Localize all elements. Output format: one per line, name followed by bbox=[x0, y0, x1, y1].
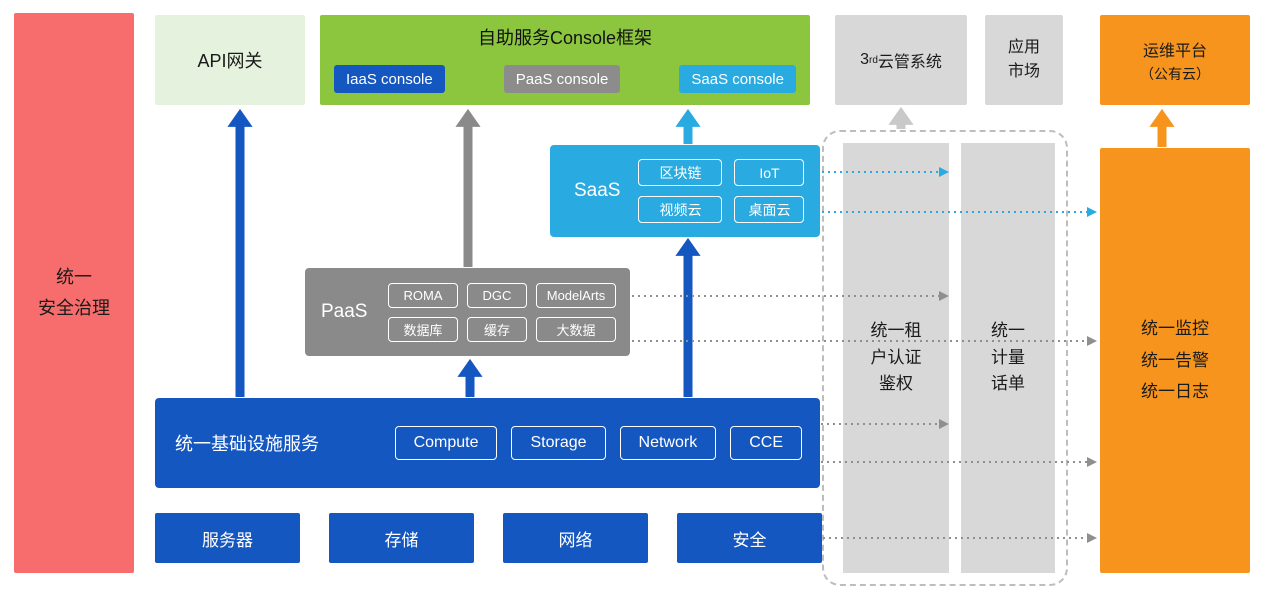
paas-chip-cache: 缓存 bbox=[467, 316, 527, 342]
console-chips-row: IaaS console PaaS console SaaS console bbox=[334, 65, 796, 93]
console-framework-box: 自助服务Console框架 IaaS console PaaS console … bbox=[320, 15, 810, 105]
resource-storage-box: 存储 bbox=[329, 513, 474, 563]
infra-chip-compute: Compute bbox=[394, 426, 498, 460]
third-party-suffix: 云管系统 bbox=[877, 54, 942, 71]
saas-box: SaaS 区块链 IoT 视频云 桌面云 bbox=[550, 145, 820, 237]
shared-services-dashed-frame bbox=[822, 130, 1068, 586]
tenant-auth-bar: 统一租 户认证 鉴权 bbox=[843, 143, 949, 573]
third-party-superscript: rd bbox=[868, 54, 878, 66]
om-platform-subtitle: （公有云） bbox=[1140, 65, 1210, 82]
saas-console-chip: SaaS console bbox=[679, 65, 796, 93]
saas-chip-video-cloud: 视频云 bbox=[638, 196, 723, 223]
third-party-prefix: 3 bbox=[860, 51, 869, 68]
api-gateway-box: API网关 bbox=[155, 15, 305, 105]
paas-console-chip: PaaS console bbox=[503, 65, 621, 93]
metering-billing-bar: 统一 计量 话单 bbox=[961, 143, 1055, 573]
paas-chip-database: 数据库 bbox=[388, 316, 458, 342]
saas-chip-desktop-cloud: 桌面云 bbox=[734, 196, 805, 223]
om-platform-title: 运维平台 bbox=[1142, 42, 1207, 60]
iaas-console-chip: IaaS console bbox=[334, 65, 445, 93]
app-market-box: 应用 市场 bbox=[985, 15, 1063, 105]
paas-chip-roma: ROMA bbox=[388, 282, 458, 308]
infra-chip-cce: CCE bbox=[730, 426, 802, 460]
resource-network-box: 网络 bbox=[503, 513, 648, 563]
infra-chip-storage: Storage bbox=[511, 426, 606, 460]
om-platform-box: 运维平台 （公有云） bbox=[1100, 15, 1250, 105]
infrastructure-label: 统一基础设施服务 bbox=[175, 434, 319, 454]
security-governance-bar: 统一 安全治理 bbox=[14, 13, 134, 573]
paas-box: PaaS ROMA DGC ModelArts 数据库 缓存 大数据 bbox=[305, 268, 630, 356]
saas-chip-iot: IoT bbox=[734, 159, 805, 186]
paas-chip-bigdata: 大数据 bbox=[536, 316, 616, 342]
saas-chip-blockchain: 区块链 bbox=[638, 159, 723, 186]
infrastructure-box: 统一基础设施服务 Compute Storage Network CCE bbox=[155, 398, 820, 488]
saas-chips: 区块链 IoT 视频云 桌面云 bbox=[638, 159, 805, 223]
paas-chip-dgc: DGC bbox=[467, 282, 527, 308]
monitoring-bar: 统一监控 统一告警 统一日志 bbox=[1100, 148, 1250, 573]
paas-chips: ROMA DGC ModelArts 数据库 缓存 大数据 bbox=[388, 282, 616, 342]
infrastructure-chips: Compute Storage Network CCE bbox=[394, 426, 802, 460]
console-framework-title: 自助服务Console框架 bbox=[477, 28, 653, 48]
paas-chip-modelarts: ModelArts bbox=[536, 282, 616, 308]
resource-security-box: 安全 bbox=[677, 513, 822, 563]
infra-chip-network: Network bbox=[619, 426, 717, 460]
paas-label: PaaS bbox=[321, 301, 368, 322]
saas-label: SaaS bbox=[574, 180, 621, 201]
resource-server-box: 服务器 bbox=[155, 513, 300, 563]
